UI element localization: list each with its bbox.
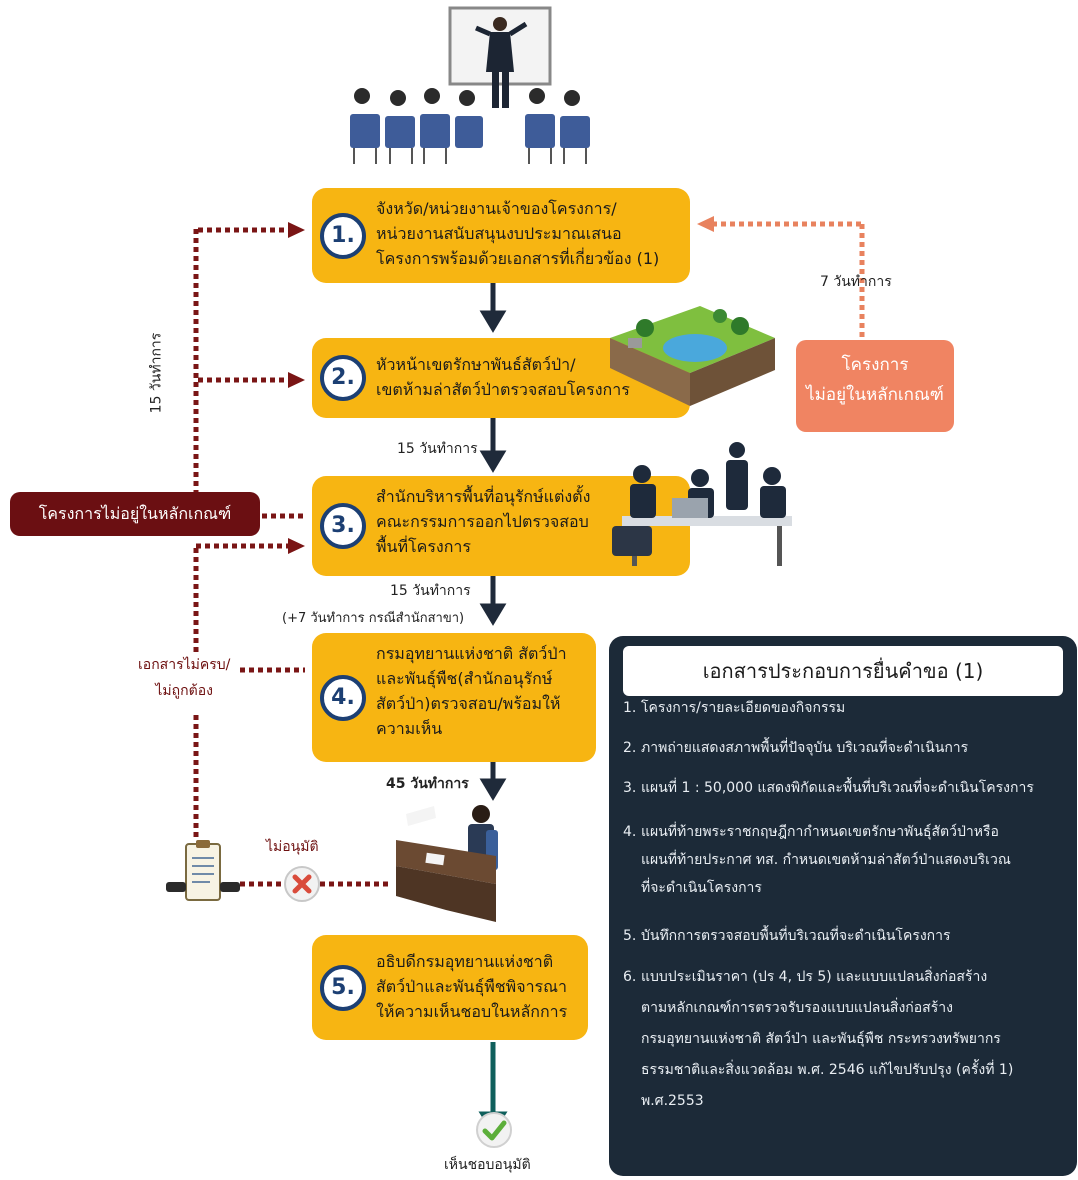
step-4-line: กรมอุทยานแห่งชาติ สัตว์ป่า bbox=[376, 644, 567, 663]
document-item: 6.แบบประเมินราคา (ปร 4, ปร 5) และแบบแปลน… bbox=[623, 962, 1067, 1117]
step-5-text: อธิบดีกรมอุทยานแห่งชาติ สัตว์ป่าและพันธุ… bbox=[376, 949, 578, 1024]
step-1-line: โครงการพร้อมด้วยเอกสารที่เกี่ยวข้อง (1) bbox=[376, 249, 660, 268]
document-line: กรมอุทยานแห่งชาติ สัตว์ป่า และพันธุ์พืช … bbox=[641, 1031, 1001, 1047]
documents-panel-title: เอกสารประกอบการยื่นคำขอ (1) bbox=[623, 646, 1063, 696]
step-3-line: คณะกรรมการออกไปตรวจสอบ bbox=[376, 512, 589, 531]
step-1-number: 1. bbox=[320, 212, 366, 259]
not-approved-label: ไม่อนุมัติ bbox=[266, 839, 319, 855]
duration-label-vertical: 15 วันทำการ bbox=[148, 332, 165, 414]
meeting-illustration bbox=[612, 442, 792, 566]
documents-panel: เอกสารประกอบการยื่นคำขอ (1) 1.โครงการ/รา… bbox=[609, 636, 1077, 1176]
reject-box-left: โครงการไม่อยู่ในหลักเกณฑ์ bbox=[10, 492, 260, 536]
duration-label: 45 วันทำการ bbox=[386, 776, 469, 792]
step-5-box: 5. อธิบดีกรมอุทยานแห่งชาติ สัตว์ป่าและพั… bbox=[312, 935, 588, 1040]
step-1-text: จังหวัด/หน่วยงานเจ้าของโครงการ/ หน่วยงาน… bbox=[376, 196, 680, 271]
step-3-text: สำนักบริหารพื้นที่อนุรักษ์แต่งตั้ง คณะกร… bbox=[376, 484, 680, 559]
document-number: 5. bbox=[623, 928, 637, 944]
document-line: โครงการ/รายละเอียดของกิจกรรม bbox=[641, 700, 846, 716]
approve-check-icon bbox=[476, 1112, 512, 1148]
document-number: 3. bbox=[623, 780, 637, 796]
document-item: 2.ภาพถ่ายแสดงสภาพพื้นที่ปัจจุบัน บริเวณท… bbox=[623, 734, 1067, 762]
document-line: ที่จะดำเนินโครงการ bbox=[641, 880, 762, 896]
document-number: 2. bbox=[623, 740, 637, 756]
document-line: ภาพถ่ายแสดงสภาพพื้นที่ปัจจุบัน บริเวณที่… bbox=[641, 740, 969, 756]
step-4-line: สัตว์ป่า)ตรวจสอบ/พร้อมให้ bbox=[376, 694, 561, 713]
document-line: แผนที่ท้ายพระราชกฤษฎีกากำหนดเขตรักษาพันธ… bbox=[641, 824, 999, 840]
step-5-line: สัตว์ป่าและพันธุ์พืชพิจารณา bbox=[376, 977, 567, 996]
document-line: บันทึกการตรวจสอบพื้นที่บริเวณที่จะดำเนิน… bbox=[641, 928, 951, 944]
document-number: 4. bbox=[623, 824, 637, 840]
step-4-number: 4. bbox=[320, 674, 366, 721]
incomplete-docs-line: เอกสารไม่ครบ/ bbox=[138, 657, 231, 673]
step-2-number: 2. bbox=[320, 355, 366, 401]
document-item: 3.แผนที่ 1 : 50,000 แสดงพิกัดและพื้นที่บ… bbox=[623, 774, 1067, 802]
reject-box-right: โครงการ ไม่อยู่ในหลักเกณฑ์ bbox=[796, 340, 954, 432]
document-line: แผนที่ท้ายประกาศ ทส. กำหนดเขตห้ามล่าสัตว… bbox=[641, 852, 1011, 868]
reject-box-right-line: ไม่อยู่ในหลักเกณฑ์ bbox=[806, 385, 944, 405]
step-3-number: 3. bbox=[320, 503, 366, 549]
document-line: พ.ศ.2553 bbox=[641, 1093, 704, 1109]
step-1-line: จังหวัด/หน่วยงานเจ้าของโครงการ/ bbox=[376, 199, 617, 218]
document-line: แผนที่ 1 : 50,000 แสดงพิกัดและพื้นที่บริ… bbox=[641, 780, 1034, 796]
step-2-line: หัวหน้าเขตรักษาพันธ์สัตว์ป่า/ bbox=[376, 355, 576, 374]
step-2-text: หัวหน้าเขตรักษาพันธ์สัตว์ป่า/ เขตห้ามล่า… bbox=[376, 352, 680, 402]
document-item: 5.บันทึกการตรวจสอบพื้นที่บริเวณที่จะดำเน… bbox=[623, 922, 1067, 950]
terrain-illustration bbox=[610, 306, 775, 406]
duration-label: 7 วันทำการ bbox=[820, 274, 892, 290]
approved-label: เห็นชอบอนุมัติ bbox=[444, 1157, 531, 1173]
duration-label: 15 วันทำการ bbox=[397, 441, 478, 457]
incomplete-docs-line: ไม่ถูกต้อง bbox=[155, 683, 213, 699]
reject-box-right-line: โครงการ bbox=[841, 355, 909, 375]
presentation-illustration bbox=[350, 6, 590, 164]
step-4-line: ความเห็น bbox=[376, 719, 443, 738]
step-1-line: หน่วยงานสนับสนุนงบประมาณเสนอ bbox=[376, 224, 622, 243]
step-2-line: เขตห้ามล่าสัตว์ป่าตรวจสอบโครงการ bbox=[376, 380, 630, 399]
step-4-line: และพันธุ์พืช(สำนักอนุรักษ์ bbox=[376, 669, 553, 688]
incomplete-docs-label: เอกสารไม่ครบ/ ไม่ถูกต้อง bbox=[138, 652, 230, 704]
document-number: 1. bbox=[623, 700, 637, 716]
document-item: 4.แผนที่ท้ายพระราชกฤษฎีกากำหนดเขตรักษาพั… bbox=[623, 818, 1067, 902]
document-line: ตามหลักเกณฑ์การตรวจรับรองแบบแปลนสิ่งก่อส… bbox=[641, 1000, 953, 1016]
clipboard-icon bbox=[166, 840, 240, 901]
step-3-line: สำนักบริหารพื้นที่อนุรักษ์แต่งตั้ง bbox=[376, 487, 591, 506]
document-item: 1.โครงการ/รายละเอียดของกิจกรรม bbox=[623, 694, 1067, 722]
office-illustration bbox=[396, 805, 498, 922]
document-number: 6. bbox=[623, 969, 637, 985]
step-1-box: 1. จังหวัด/หน่วยงานเจ้าของโครงการ/ หน่วย… bbox=[312, 188, 690, 283]
reject-x-icon bbox=[284, 866, 320, 902]
duration-note: (+7 วันทำการ กรณีสำนักสาขา) bbox=[282, 611, 465, 626]
document-line: ธรรมชาติและสิ่งแวดล้อม พ.ศ. 2546 แก้ไขปร… bbox=[641, 1062, 1014, 1078]
document-line: แบบประเมินราคา (ปร 4, ปร 5) และแบบแปลนสิ… bbox=[641, 969, 988, 985]
step-4-text: กรมอุทยานแห่งชาติ สัตว์ป่า และพันธุ์พืช(… bbox=[376, 641, 586, 741]
step-3-line: พื้นที่โครงการ bbox=[376, 537, 471, 556]
duration-label: 15 วันทำการ bbox=[390, 583, 471, 599]
step-5-line: ให้ความเห็นชอบในหลักการ bbox=[376, 1002, 568, 1021]
step-2-box: 2. หัวหน้าเขตรักษาพันธ์สัตว์ป่า/ เขตห้าม… bbox=[312, 338, 690, 418]
step-4-box: 4. กรมอุทยานแห่งชาติ สัตว์ป่า และพันธุ์พ… bbox=[312, 633, 596, 762]
step-5-number: 5. bbox=[320, 964, 366, 1011]
step-5-line: อธิบดีกรมอุทยานแห่งชาติ bbox=[376, 952, 554, 971]
